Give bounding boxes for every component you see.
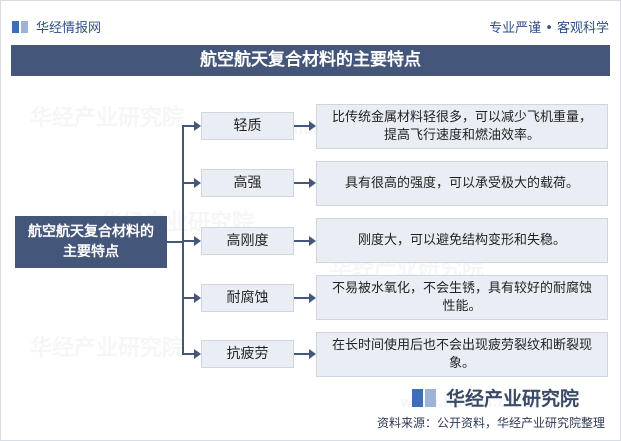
root-node: 航空航天复合材料的主要特点 xyxy=(15,216,167,268)
arrow-right-icon xyxy=(194,349,201,359)
brand-logo-icon xyxy=(12,19,30,35)
branch-line xyxy=(182,182,194,184)
slogan: 专业严谨 • 客观科学 xyxy=(489,21,609,36)
brand-name: 华经情报网 xyxy=(36,21,102,36)
arrow-right-icon xyxy=(194,178,201,188)
arrow-right-icon xyxy=(309,349,316,359)
brand: 华经情报网 xyxy=(12,17,101,36)
branch-line xyxy=(182,125,194,127)
arrow-right-icon xyxy=(194,293,201,303)
feature-connector xyxy=(294,240,309,242)
root-connector xyxy=(167,241,183,243)
feature-node-strength: 高强 xyxy=(201,169,294,197)
arrow-right-icon xyxy=(309,178,316,188)
footer-logo: 华经产业研究院 xyxy=(412,384,579,411)
description-strength: 具有很高的强度，可以承受极大的载荷。 xyxy=(316,161,608,206)
feature-node-stiffness: 高刚度 xyxy=(201,227,294,255)
feature-connector xyxy=(294,125,309,127)
feature-node-fatigue: 抗疲劳 xyxy=(201,340,294,368)
feature-node-corrosion: 耐腐蚀 xyxy=(201,284,294,312)
description-stiffness: 刚度大，可以避免结构变形和失稳。 xyxy=(316,218,608,263)
description-fatigue: 在长时间使用后也不会出现疲劳裂纹和断裂现象。 xyxy=(316,332,608,377)
arrow-right-icon xyxy=(194,236,201,246)
feature-connector xyxy=(294,182,309,184)
feature-connector xyxy=(294,297,309,299)
diagram-title: 航空航天复合材料的主要特点 xyxy=(11,45,610,76)
arrow-right-icon xyxy=(309,236,316,246)
source-note: 资料来源：公开资料，华经产业研究院整理 xyxy=(376,416,605,430)
arrow-right-icon xyxy=(309,121,316,131)
description-light: 比传统金属材料轻很多，可以减少飞机重量，提高飞行速度和燃油效率。 xyxy=(316,104,608,149)
branch-line xyxy=(182,240,194,242)
arrow-right-icon xyxy=(309,293,316,303)
feature-node-light: 轻质 xyxy=(201,112,294,140)
description-corrosion: 不易被水氧化，不会生锈，具有较好的耐腐蚀性能。 xyxy=(316,275,608,320)
header: 华经情报网 专业严谨 • 客观科学 xyxy=(12,14,609,38)
feature-connector xyxy=(294,353,309,355)
branch-line xyxy=(182,353,194,355)
arrow-right-icon xyxy=(194,121,201,131)
branch-line xyxy=(182,297,194,299)
institute-logo-icon xyxy=(412,387,438,409)
footer-logo-text: 华经产业研究院 xyxy=(446,388,580,410)
